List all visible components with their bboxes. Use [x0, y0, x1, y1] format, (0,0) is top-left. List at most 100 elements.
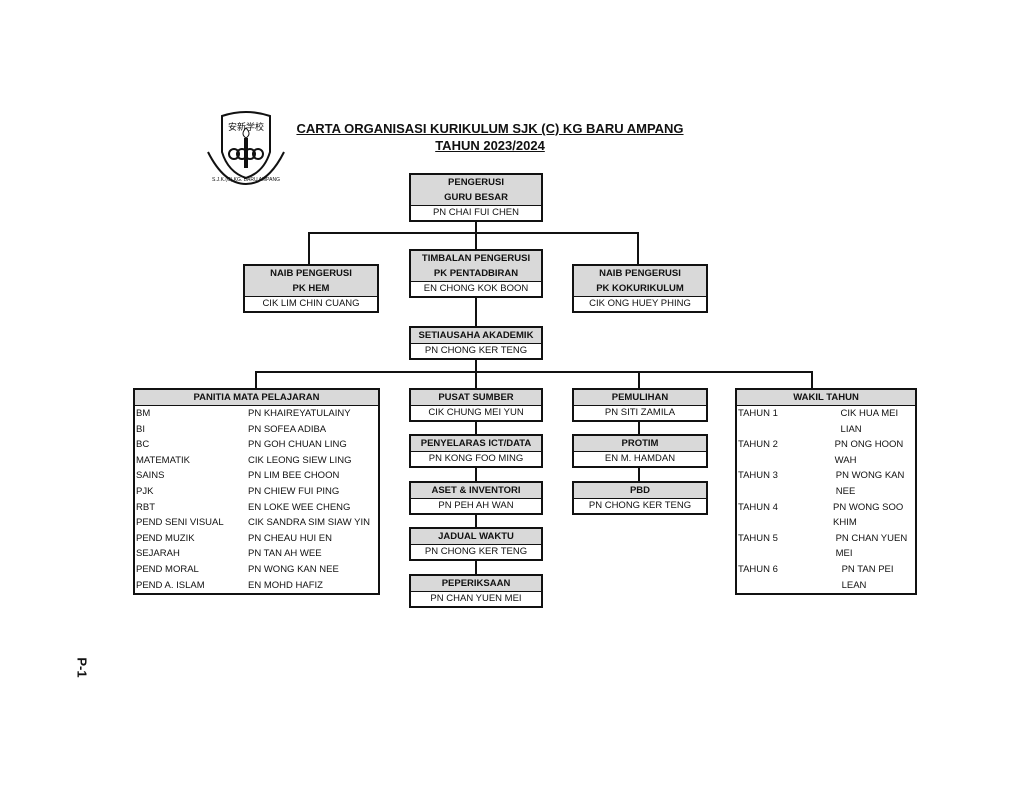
person-name: PN CHONG KER TENG: [424, 546, 528, 557]
row-name: PN SOFEA ADIBA: [248, 423, 327, 435]
person-name: PN CHAI FUI CHEN: [432, 207, 520, 218]
row-name: PN CHAN YUEN MEI: [835, 532, 908, 560]
person-name: EN CHONG KOK BOON: [423, 283, 529, 294]
person-name: CIK CHUNG MEI YUN: [428, 407, 524, 418]
panitia-box: PANITIA MATA PELAJARAN BM PN KHAIREYATULA…: [133, 388, 380, 596]
row-name: PN GOH CHUAN LING: [248, 439, 347, 451]
svg-text:S.J.K.(C) KG. BARU AMPANG: S.J.K.(C) KG. BARU AMPANG: [212, 177, 280, 183]
row-name: PN WONG KAN NEE: [835, 470, 905, 497]
chart-subtitle: TAHUN 2023/2024: [435, 138, 545, 153]
table-row: TAHUN 5 PN CHAN YUEN MEI: [737, 531, 915, 562]
setiausaha-box: SETIAUSAHA AKADEMIK PN CHONG KER TENG: [409, 326, 543, 360]
row-label: TAHUN 5: [738, 532, 778, 544]
row-name: PN CHEAU HUI EN: [248, 532, 332, 544]
row-label: PEND SENI VISUAL: [136, 517, 224, 529]
table-row: PEND MORAL PN WONG KAN NEE: [135, 562, 378, 578]
person-name: PN CHONG KER TENG: [588, 500, 692, 511]
row-name: PN WONG SOO KHIM: [833, 501, 904, 529]
timbalan-box: TIMBALAN PENGERUSI PK PENTADBIRAN EN CHO…: [409, 249, 543, 298]
table-row: BI PN SOFEA ADIBA: [135, 422, 378, 438]
person-name: CIK ONG HUEY PHING: [589, 298, 691, 309]
person-name: EN M. HAMDAN: [604, 453, 676, 464]
role-label: TIMBALAN PENGERUSI: [411, 251, 541, 266]
role-label: SETIAUSAHA AKADEMIK: [411, 328, 541, 344]
row-name: PN CHIEW FUI PING: [248, 485, 340, 497]
row-name: PN KHAIREYATULAINY: [248, 408, 351, 419]
role-label: NAIB PENGERUSI: [245, 266, 377, 281]
table-row: TAHUN 1 CIK HUA MEI LIAN: [737, 406, 915, 437]
row-name: EN LOKE WEE CHENG: [248, 501, 351, 513]
role-label: NAIB PENGERUSI: [574, 266, 706, 281]
row-name: CIK HUA MEI LIAN: [840, 408, 899, 435]
role-label: JADUAL WAKTU: [411, 529, 541, 545]
row-label: RBT: [136, 501, 155, 513]
row-label: BC: [136, 439, 150, 451]
svg-text:安新学校: 安新学校: [228, 121, 264, 132]
table-row: PEND SENI VISUAL CIK SANDRA SIM SIAW YIN: [135, 515, 378, 531]
wakil-header: WAKIL TAHUN: [737, 390, 915, 406]
row-label: TAHUN 6: [738, 563, 778, 575]
row-label: TAHUN 1: [738, 408, 778, 419]
row-label: TAHUN 4: [738, 501, 778, 513]
person-name: PN SITI ZAMILA: [604, 407, 676, 418]
row-name: EN MOHD HAFIZ: [248, 579, 323, 591]
role-label: PUSAT SUMBER: [411, 390, 541, 406]
row-name: PN TAN AH WEE: [248, 548, 322, 560]
row-name: PN WONG KAN NEE: [248, 563, 339, 575]
row-label: PEND MORAL: [136, 563, 199, 575]
page-label: P-1: [74, 657, 90, 678]
row-label: PEND MUZIK: [136, 532, 195, 544]
table-row: TAHUN 3 PN WONG KAN NEE: [737, 468, 915, 499]
row-label: PEND A. ISLAM: [136, 579, 205, 591]
person-name: PN KONG FOO MING: [428, 453, 524, 464]
row-name: PN ONG HOON WAH: [834, 439, 904, 466]
row-name: CIK LEONG SIEW LING: [248, 454, 352, 466]
role-label: PENGERUSI: [411, 175, 541, 190]
row-label: SAINS: [136, 470, 165, 482]
row-label: BI: [136, 423, 145, 435]
chart-title: CARTA ORGANISASI KURIKULUM SJK (C) KG BA…: [296, 121, 684, 136]
table-row: MATEMATIK CIK LEONG SIEW LING: [135, 453, 378, 469]
role-label: PBD: [574, 483, 706, 499]
title-label: PK PENTADBIRAN: [411, 266, 541, 282]
row-label: PJK: [136, 485, 154, 497]
panitia-header: PANITIA MATA PELAJARAN: [135, 390, 378, 406]
role-label: ASET & INVENTORI: [411, 483, 541, 499]
naib-kokurikulum-box: NAIB PENGERUSI PK KOKURIKULUM CIK ONG HU…: [572, 264, 708, 313]
person-name: PN CHAN YUEN MEI: [430, 593, 522, 604]
role-label: PEMULIHAN: [574, 390, 706, 406]
table-row: PJK PN CHIEW FUI PING: [135, 484, 378, 500]
role-label: PROTIM: [574, 436, 706, 452]
table-row: TAHUN 4 PN WONG SOO KHIM: [737, 500, 915, 531]
naib-hem-box: NAIB PENGERUSI PK HEM CIK LIM CHIN CUANG: [243, 264, 379, 313]
title-label: PK HEM: [245, 281, 377, 297]
table-row: PEND A. ISLAM EN MOHD HAFIZ: [135, 578, 378, 594]
title-label: GURU BESAR: [411, 190, 541, 206]
person-name: PN CHONG KER TENG: [424, 345, 528, 356]
row-label: TAHUN 2: [738, 439, 778, 451]
table-row: BM PN KHAIREYATULAINY: [135, 406, 378, 422]
row-label: BM: [136, 408, 151, 419]
row-name: PN TAN PEI LEAN: [841, 563, 894, 591]
role-label: PENYELARAS ICT/DATA: [411, 436, 541, 452]
table-row: BC PN GOH CHUAN LING: [135, 437, 378, 453]
title-label: PK KOKURIKULUM: [574, 281, 706, 297]
row-label: TAHUN 3: [738, 470, 778, 482]
row-label: MATEMATIK: [136, 454, 191, 466]
person-name: CIK LIM CHIN CUANG: [262, 298, 360, 309]
row-label: SEJARAH: [136, 548, 180, 560]
person-name: PN PEH AH WAN: [438, 500, 514, 511]
role-label: PEPERIKSAAN: [411, 576, 541, 592]
row-name: CIK SANDRA SIM SIAW YIN: [248, 517, 370, 529]
school-logo: 安新学校 S.J.K.(C) KG. BARU AMPANG: [207, 111, 285, 186]
